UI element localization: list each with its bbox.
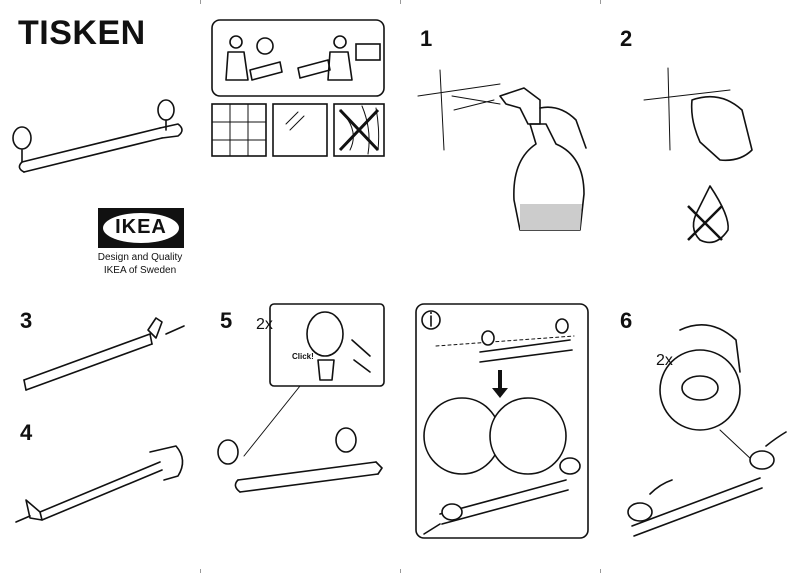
step-5-number: 5 (220, 308, 233, 333)
info-panel (415, 303, 589, 539)
click-label: Click! (292, 352, 314, 361)
brand-tagline: Design and Quality IKEA of Sweden (84, 251, 196, 277)
step1-spray-illustration (417, 69, 587, 231)
towel-rail-illustration (12, 99, 183, 173)
ikea-logo (98, 208, 184, 248)
step6-suction-illustration (627, 324, 787, 537)
step-5-multiplier: 2x (256, 316, 273, 333)
step-3-number: 3 (20, 308, 33, 333)
step-1-number: 1 (420, 26, 433, 51)
step4-rail-illustration (15, 445, 184, 523)
two-people-illustration (211, 19, 385, 97)
product-title: TISKEN (18, 14, 146, 52)
step-2-number: 2 (620, 26, 633, 51)
ikea-logo-text: IKEA (115, 216, 167, 238)
step5-mount-illustration (217, 303, 385, 493)
surface-types (211, 103, 385, 157)
tagline-line-1: Design and Quality (97, 252, 183, 263)
step2-wipe-illustration (643, 67, 753, 244)
step-4-number: 4 (20, 420, 33, 445)
tagline-line-2: IKEA of Sweden (103, 265, 177, 276)
step3-rail-illustration (23, 317, 185, 391)
step-6-number: 6 (620, 308, 633, 333)
step-6-multiplier: 2x (656, 352, 673, 369)
